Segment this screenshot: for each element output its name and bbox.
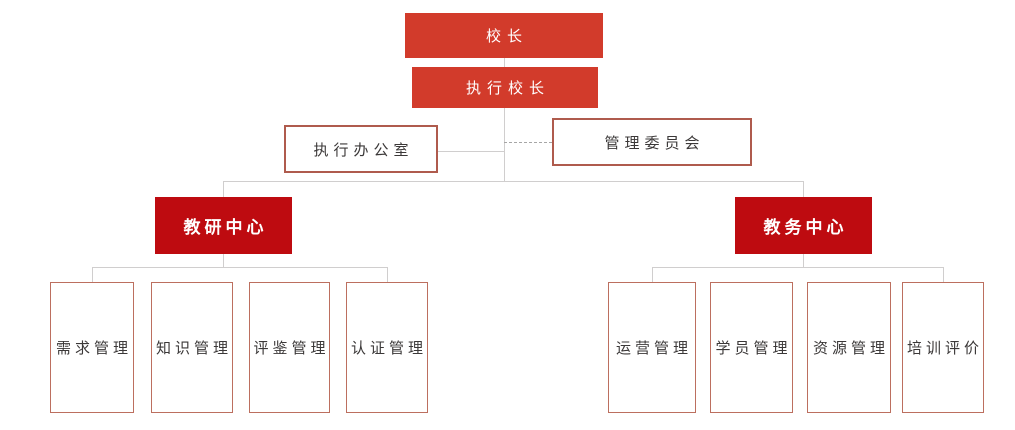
connector-exec-office-to-spine — [438, 151, 504, 152]
node-principal-label: 校长 — [485, 27, 528, 45]
connector-aac-down — [803, 254, 804, 267]
node-executive-office-label: 执行办公室 — [313, 140, 414, 159]
node-management-committee-label: 管理委员会 — [604, 133, 705, 152]
connector-drop-teaching-research-center — [223, 181, 224, 197]
connector-trc-children-horizontal — [92, 267, 387, 268]
node-principal: 校长 — [405, 13, 603, 58]
node-trc-dept-evaluation-management: 评鉴管理 — [249, 282, 330, 413]
connector-drop-academic-affairs-center — [803, 181, 804, 197]
node-teaching-research-center-label: 教研中心 — [183, 218, 268, 238]
node-aac-dept-label: 资源管理 — [812, 339, 889, 357]
node-executive-principal: 执行校长 — [412, 67, 598, 108]
connector-aac-drop-left — [652, 267, 653, 282]
node-aac-dept-label: 培训评价 — [907, 339, 984, 357]
node-trc-dept-knowledge-management: 知识管理 — [151, 282, 233, 413]
node-trc-dept-label: 认证管理 — [351, 339, 428, 357]
connector-trc-drop-right — [387, 267, 388, 282]
connector-aac-children-horizontal — [652, 267, 943, 268]
node-aac-dept-student-management: 学员管理 — [710, 282, 793, 413]
node-trc-dept-demand-management: 需求管理 — [50, 282, 134, 413]
node-academic-affairs-center: 教务中心 — [735, 197, 872, 254]
connector-aac-drop-right — [943, 267, 944, 282]
connector-centers-horizontal — [223, 181, 804, 182]
connector-trc-down — [223, 254, 224, 267]
node-aac-dept-operations-management: 运营管理 — [608, 282, 696, 413]
node-aac-dept-label: 运营管理 — [615, 339, 692, 357]
node-trc-dept-label: 需求管理 — [55, 339, 132, 357]
node-executive-office: 执行办公室 — [284, 125, 438, 173]
node-aac-dept-resource-management: 资源管理 — [807, 282, 891, 413]
connector-trc-drop-left — [92, 267, 93, 282]
node-trc-dept-certification-management: 认证管理 — [346, 282, 428, 413]
connector-principal-to-exec-principal — [504, 58, 505, 67]
node-aac-dept-label: 学员管理 — [715, 339, 792, 357]
connector-dashed-to-management-committee — [504, 142, 552, 143]
node-teaching-research-center: 教研中心 — [155, 197, 292, 254]
node-executive-principal-label: 执行校长 — [465, 79, 550, 97]
node-academic-affairs-center-label: 教务中心 — [763, 218, 848, 238]
node-trc-dept-label: 知识管理 — [156, 339, 233, 357]
node-trc-dept-label: 评鉴管理 — [253, 339, 330, 357]
connector-exec-principal-spine — [504, 108, 505, 182]
node-aac-dept-training-evaluation: 培训评价 — [902, 282, 984, 413]
node-management-committee: 管理委员会 — [552, 118, 752, 166]
